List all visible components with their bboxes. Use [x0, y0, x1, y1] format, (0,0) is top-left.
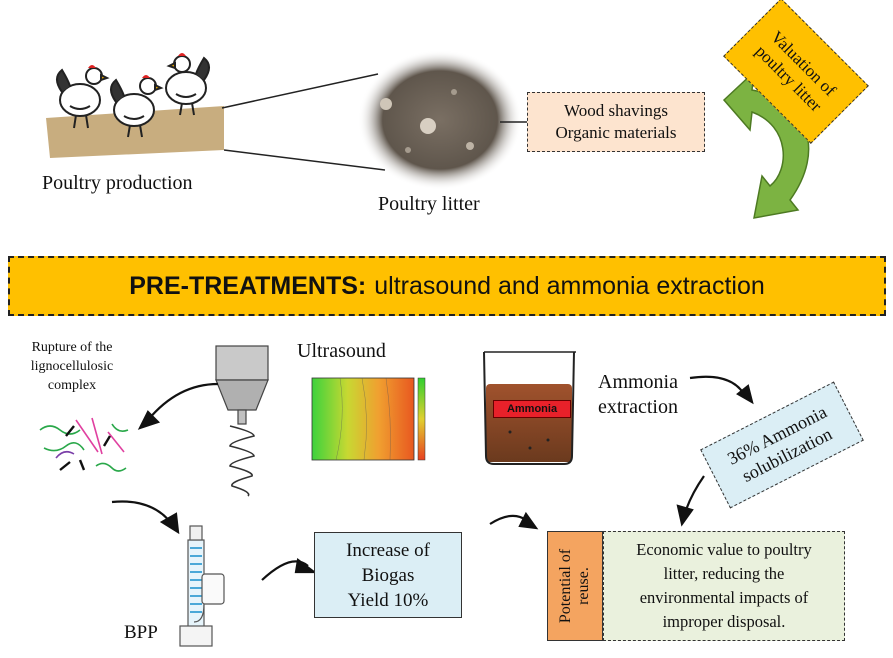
litter-materials-box: Wood shavings Organic materials	[527, 92, 705, 152]
biogas-line-1: Increase of	[346, 540, 430, 561]
banner-rest-text: ultrasound and ammonia extraction	[374, 271, 765, 300]
bpp-label: BPP	[124, 622, 158, 643]
materials-line-2: Organic materials	[555, 123, 677, 142]
ultrasound-label: Ultrasound	[297, 340, 386, 362]
ammonia-extraction-label: Ammonia extraction	[598, 370, 698, 420]
poultry-litter-image	[358, 50, 522, 190]
poultry-production-label: Poultry production	[42, 172, 193, 194]
ammonia-extraction-text: Ammonia extraction	[598, 371, 678, 418]
biogas-line-2: Biogas	[361, 565, 415, 586]
poultry-litter-label: Poultry litter	[378, 193, 480, 215]
ultrasound-heatmap	[311, 377, 426, 461]
biogas-line-3: Yield 10%	[347, 590, 429, 611]
biogas-yield-box: Increase of Biogas Yield 10%	[314, 532, 462, 618]
hen-icon-3	[165, 53, 210, 116]
economic-line-3: environmental impacts of	[639, 588, 809, 607]
ammonia-beaker-tag: Ammonia	[493, 400, 571, 418]
potential-reuse-box: Potential of reuse.	[547, 531, 603, 641]
rupture-label: Rupture of the lignocellulosic complex	[30, 340, 114, 393]
hen-icon-2	[110, 75, 164, 138]
economic-line-2: litter, reducing the	[663, 564, 785, 583]
economic-value-box: Economic value to poultry litter, reduci…	[603, 531, 845, 641]
ultrasound-probe-icon	[215, 345, 269, 497]
economic-line-4: improper disposal.	[662, 612, 786, 631]
economic-line-1: Economic value to poultry	[636, 540, 812, 559]
pretreatments-banner: PRE-TREATMENTS: ultrasound and ammonia e…	[8, 256, 886, 316]
potential-reuse-label: Potential of reuse.	[557, 548, 592, 624]
materials-line-1: Wood shavings	[564, 101, 668, 120]
lignocellulosic-fibers-icon	[39, 417, 129, 472]
bpp-column-icon	[179, 525, 225, 647]
flow-arrows	[111, 375, 754, 581]
poultry-production-illustration	[46, 53, 386, 171]
banner-bold-text: PRE-TREATMENTS:	[129, 271, 367, 300]
hen-icon-1	[56, 65, 110, 129]
